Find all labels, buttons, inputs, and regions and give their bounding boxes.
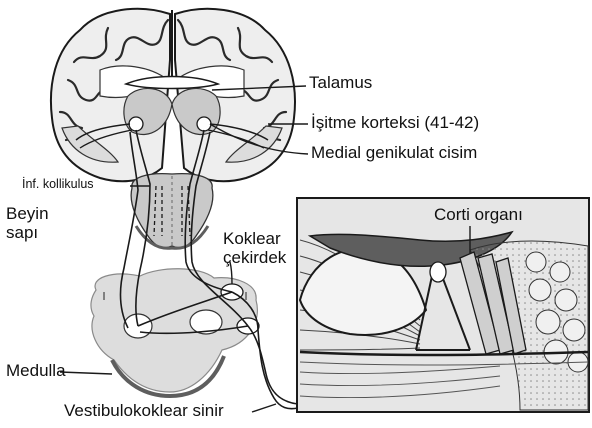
- label-cochlear-nucleus-line2: çekirdek: [223, 249, 286, 268]
- label-auditory-cortex: İşitme korteksi (41-42): [311, 114, 479, 133]
- corti-organ-inset: [297, 198, 589, 412]
- label-cochlear-nucleus: Koklear çekirdek: [223, 230, 286, 267]
- brainstem: [131, 174, 213, 249]
- label-cochlear-nucleus-line1: Koklear: [223, 230, 286, 249]
- label-brainstem-line1: Beyin: [6, 205, 49, 224]
- medulla: [91, 269, 259, 396]
- label-vestibulocochlear-nerve: Vestibulokoklear sinir: [64, 402, 224, 421]
- label-corti-organ: Corti organı: [434, 206, 523, 225]
- brain-coronal-section: [51, 9, 295, 181]
- label-inferior-colliculus: İnf. kollikulus: [22, 178, 94, 192]
- label-brainstem: Beyin sapı: [6, 205, 49, 242]
- label-medulla: Medulla: [6, 362, 66, 381]
- label-brainstem-line2: sapı: [6, 224, 49, 243]
- label-medial-geniculate: Medial genikulat cisim: [311, 144, 477, 163]
- label-thalamus: Talamus: [309, 74, 372, 93]
